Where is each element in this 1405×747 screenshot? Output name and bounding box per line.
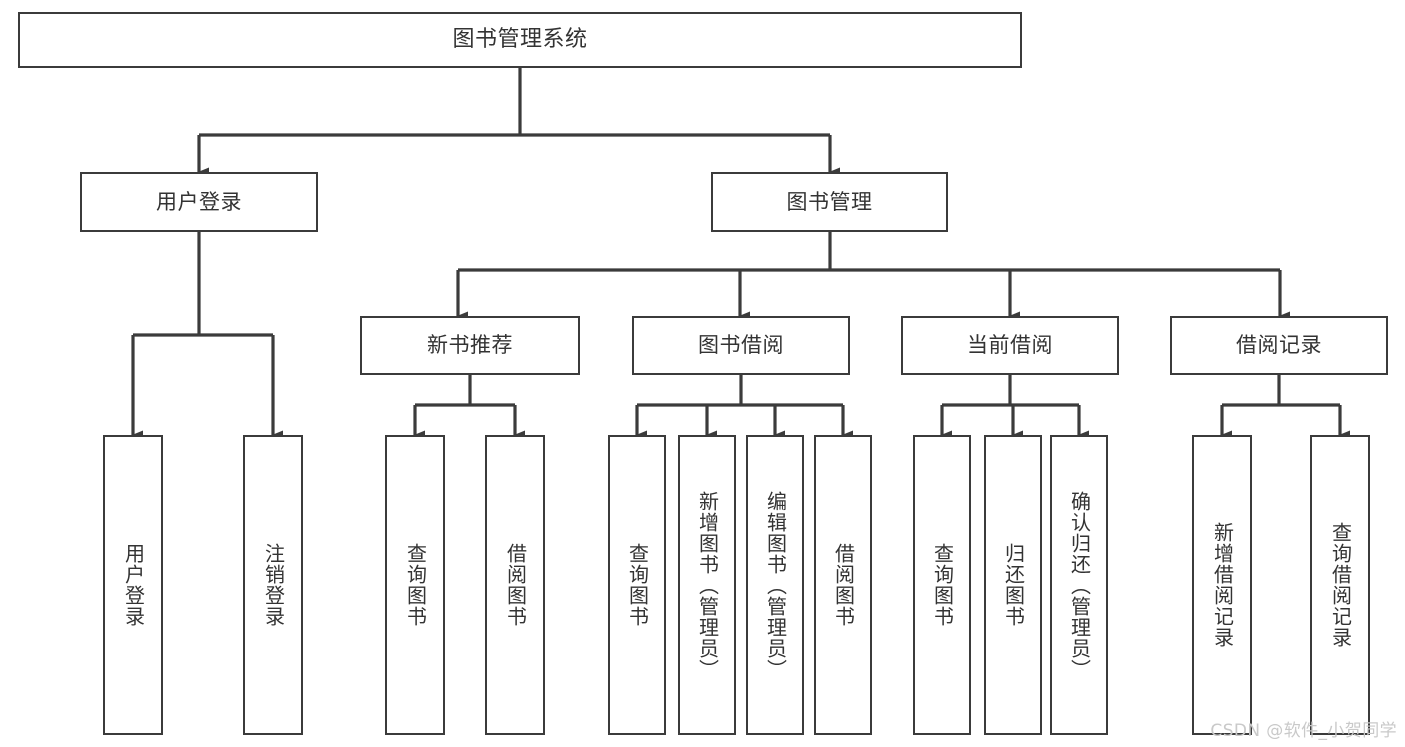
node-user-login[interactable]: 用户登录: [80, 172, 318, 232]
node-leaf-user-login-label: 用户登录: [121, 543, 146, 627]
node-leaf-borrow-book-1-label: 借阅图书: [503, 543, 528, 627]
node-leaf-borrow-book-2[interactable]: 借阅图书: [814, 435, 872, 735]
node-leaf-query-book-3-label: 查询图书: [930, 543, 955, 627]
node-leaf-query-borrow-record[interactable]: 查询借阅记录: [1310, 435, 1370, 735]
node-leaf-add-book-admin-label: 新增图书（管理员）: [695, 490, 720, 680]
node-new-book-recommend[interactable]: 新书推荐: [360, 316, 580, 375]
node-current-borrow[interactable]: 当前借阅: [901, 316, 1119, 375]
node-leaf-query-book-2-label: 查询图书: [625, 543, 650, 627]
node-leaf-query-book-1-label: 查询图书: [403, 543, 428, 627]
node-leaf-add-borrow-record-label: 新增借阅记录: [1210, 522, 1235, 648]
node-root[interactable]: 图书管理系统: [18, 12, 1022, 68]
node-leaf-borrow-book-2-label: 借阅图书: [831, 543, 856, 627]
node-leaf-logout-label: 注销登录: [261, 543, 286, 627]
node-leaf-logout[interactable]: 注销登录: [243, 435, 303, 735]
node-leaf-query-borrow-record-label: 查询借阅记录: [1328, 522, 1353, 648]
node-book-manage[interactable]: 图书管理: [711, 172, 948, 232]
csdn-watermark: CSDN @软件_小贺同学: [1210, 721, 1397, 741]
node-leaf-edit-book-admin[interactable]: 编辑图书（管理员）: [746, 435, 804, 735]
node-leaf-borrow-book-1[interactable]: 借阅图书: [485, 435, 545, 735]
node-leaf-confirm-return-admin[interactable]: 确认归还（管理员）: [1050, 435, 1108, 735]
node-leaf-query-book-2[interactable]: 查询图书: [608, 435, 666, 735]
node-leaf-add-book-admin[interactable]: 新增图书（管理员）: [678, 435, 736, 735]
node-book-manage-label: 图书管理: [786, 189, 873, 214]
node-leaf-return-book-label: 归还图书: [1001, 543, 1026, 627]
node-borrow-record-label: 借阅记录: [1236, 333, 1322, 358]
node-leaf-edit-book-admin-label: 编辑图书（管理员）: [763, 490, 788, 680]
node-user-login-label: 用户登录: [156, 189, 242, 214]
node-leaf-add-borrow-record[interactable]: 新增借阅记录: [1192, 435, 1252, 735]
node-leaf-return-book[interactable]: 归还图书: [984, 435, 1042, 735]
node-leaf-user-login[interactable]: 用户登录: [103, 435, 163, 735]
node-new-book-recommend-label: 新书推荐: [427, 333, 513, 358]
node-current-borrow-label: 当前借阅: [967, 333, 1053, 358]
node-root-label: 图书管理系统: [452, 27, 588, 53]
node-leaf-confirm-return-admin-label: 确认归还（管理员）: [1067, 490, 1092, 680]
node-book-borrow-label: 图书借阅: [698, 333, 784, 358]
node-leaf-query-book-3[interactable]: 查询图书: [913, 435, 971, 735]
node-book-borrow[interactable]: 图书借阅: [632, 316, 850, 375]
node-borrow-record[interactable]: 借阅记录: [1170, 316, 1388, 375]
node-leaf-query-book-1[interactable]: 查询图书: [385, 435, 445, 735]
